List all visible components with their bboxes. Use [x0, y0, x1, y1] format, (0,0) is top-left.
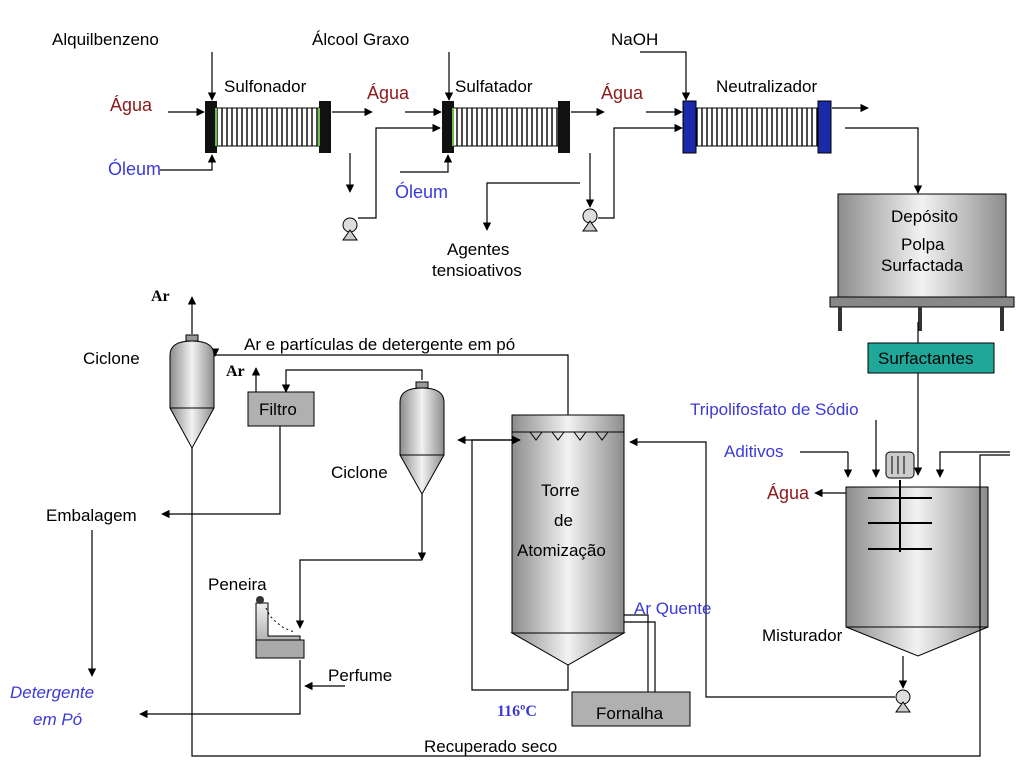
- tripolifosfato-label: Tripolifosfato de Sódio: [690, 400, 859, 419]
- spray-tower: [510, 414, 626, 666]
- agua-label: Água: [110, 95, 153, 115]
- top-flow-lines: [160, 51, 923, 231]
- misturador-label: Misturador: [762, 626, 843, 645]
- embalagem-label: Embalagem: [46, 506, 137, 525]
- deposito-label: Depósito: [891, 207, 958, 226]
- alquilbenzeno-label: Alquilbenzeno: [52, 30, 159, 49]
- pump-icon: [342, 217, 358, 241]
- surfactantes-box: [867, 342, 995, 374]
- neutralizador-reactor: [682, 100, 832, 154]
- torre-label: Torre: [541, 481, 580, 500]
- ar-label: Ar: [151, 288, 170, 305]
- oleum-label: Óleum: [108, 158, 161, 179]
- peneira-sieve: [255, 596, 305, 659]
- fornalha-label: Fornalha: [596, 704, 664, 723]
- surfactada-label: Surfactada: [881, 256, 964, 275]
- alcool-graxo-label: Álcool Graxo: [312, 30, 409, 49]
- ciclone-label: Ciclone: [331, 463, 388, 482]
- naoh-label: NaOH: [611, 30, 658, 49]
- agua-label: Água: [601, 83, 644, 103]
- aditivos-label: Aditivos: [724, 442, 784, 461]
- recuperado-label: Recuperado seco: [424, 737, 557, 756]
- filtro-box: [247, 391, 315, 427]
- cyclone-1: [169, 334, 215, 450]
- temperature-label: 116ºC: [497, 703, 537, 720]
- misturador-tank: [845, 451, 989, 657]
- ar-particulas-label: Ar e partículas de detergente em pó: [244, 335, 515, 354]
- de-label: de: [554, 511, 573, 530]
- tower-flow-lines: [210, 348, 656, 692]
- sulfonador-label: Sulfonador: [224, 77, 307, 96]
- peneira-label: Peneira: [208, 575, 267, 594]
- pump-icon: [895, 689, 911, 713]
- agentes-label: Agentes: [447, 240, 509, 259]
- oleum-label: Óleum: [395, 181, 448, 202]
- agua-label: Água: [767, 483, 810, 503]
- neutralizador-label: Neutralizador: [716, 77, 817, 96]
- perfume-label: Perfume: [328, 666, 392, 685]
- tensioativos-label: tensioativos: [432, 261, 522, 280]
- sulfonador-reactor: [205, 101, 331, 153]
- sulfatador-reactor: [442, 101, 570, 153]
- ar-label: Ar: [226, 363, 245, 380]
- deposito-tank: [829, 193, 1015, 331]
- cyclone-2: [399, 381, 445, 496]
- fornalha-box: [571, 691, 691, 727]
- em-po-label: em Pó: [33, 710, 82, 729]
- pump-icon: [582, 208, 598, 232]
- cyclone-filter-lines: [87, 296, 1010, 757]
- polpa-label: Polpa: [901, 235, 945, 254]
- ar-quente-label: Ar Quente: [634, 599, 712, 618]
- filtro-label: Filtro: [259, 400, 297, 419]
- misturador-flow-lines: [629, 420, 1010, 698]
- agua-label: Água: [367, 83, 410, 103]
- atomizacao-label: Atomização: [517, 541, 606, 560]
- ciclone-label: Ciclone: [83, 349, 140, 368]
- sulfatador-label: Sulfatador: [455, 77, 533, 96]
- surfactantes-label: Surfactantes: [878, 349, 973, 368]
- detergente-label: Detergente: [10, 683, 94, 702]
